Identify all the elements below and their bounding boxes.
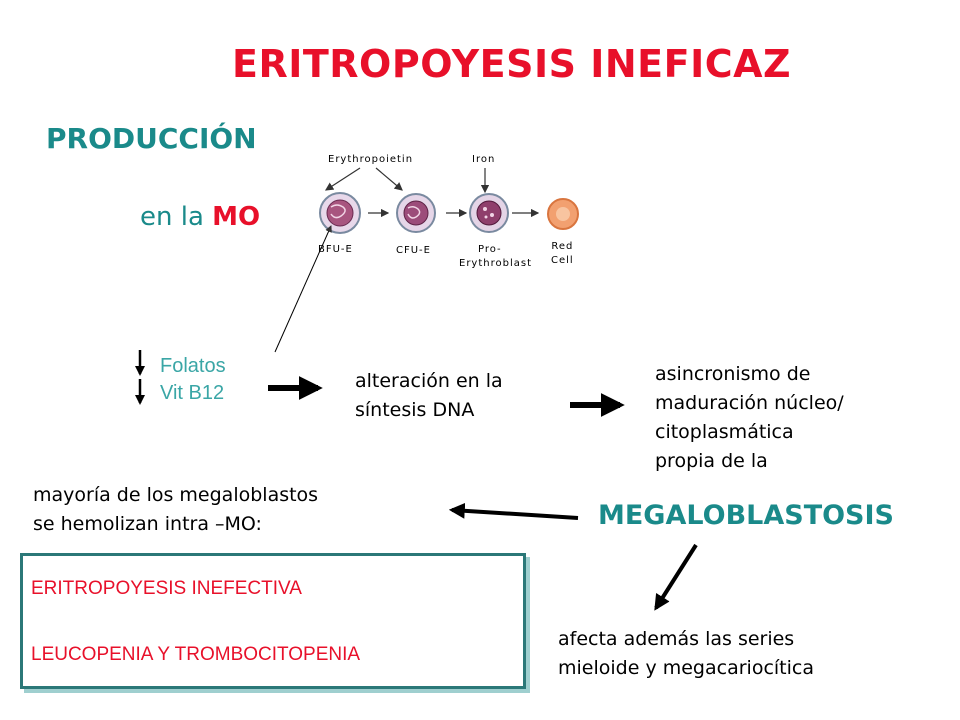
pro-label: Pro- [478,244,502,255]
pro-erythroblast-cell [469,193,509,233]
cfu-e-label: CFU-E [396,245,431,256]
mo-text: MO [212,202,261,232]
afecta-line-2: mieloide y megacariocítica [558,657,814,679]
afecta-line-1: afecta además las series [558,628,795,650]
megaloblastosis-label: MEGALOBLASTOSIS [598,500,894,531]
red-label: Red [551,241,574,252]
bfu-e-label: BFU-E [318,244,353,255]
en-la-mo-label: en la MO [140,202,260,232]
epo-arrow-bfu [324,167,361,191]
folatos-to-bfu-line [274,225,332,353]
slide-title: ERITROPOYESIS INEFICAZ [232,42,792,86]
folatos-vitb12-group: Folatos Vit B12 [160,353,226,407]
vitb12-label: Vit B12 [160,382,225,404]
produccion-heading: PRODUCCIÓN [46,122,257,155]
en-la-text: en la [140,202,204,232]
eritropoyesis-inefectiva-text: ERITROPOYESIS INEFECTIVA [31,578,302,599]
alteracion-line-1: alteración en la [355,370,503,392]
asincronismo-text: asincronismo de maduración núcleo/ citop… [655,360,844,476]
mayoria-text: mayoría de los megaloblastos se hemoliza… [33,481,318,539]
alteracion-text: alteración en la síntesis DNA [355,367,503,425]
alteracion-line-2: síntesis DNA [355,399,475,421]
asincronismo-line-4: propia de la [655,450,768,472]
mayoria-line-2: se hemolizan intra –MO: [33,513,262,535]
asincronismo-line-1: asincronismo de [655,363,811,385]
arrow-to-mayoria [448,502,579,520]
arrow-to-afecta [654,543,698,611]
cell-label: Cell [551,255,574,266]
mayoria-line-1: mayoría de los megaloblastos [33,484,319,506]
asincronismo-line-3: citoplasmática [655,421,794,443]
iron-label: Iron [472,154,496,165]
afecta-text: afecta además las series mieloide y mega… [558,625,814,683]
pro-erythroblast-label: Pro- Erythroblast [459,243,532,271]
cfu-e-cell [396,193,436,233]
folatos-label: Folatos [160,355,226,377]
epo-arrow-cfu [375,167,403,191]
red-cell [547,198,579,230]
erythropoietin-label: Erythropoietin [328,154,414,165]
consequences-box: ERITROPOYESIS INEFECTIVA LEUCOPENIA Y TR… [20,553,526,689]
asincronismo-line-2: maduración núcleo/ [655,392,844,414]
bfu-e-cell [319,192,361,234]
leucopenia-trombocitopenia-text: LEUCOPENIA Y TROMBOCITOPENIA [31,644,361,665]
red-cell-label: Red Cell [551,240,574,268]
erythroblast-label: Erythroblast [459,258,533,269]
